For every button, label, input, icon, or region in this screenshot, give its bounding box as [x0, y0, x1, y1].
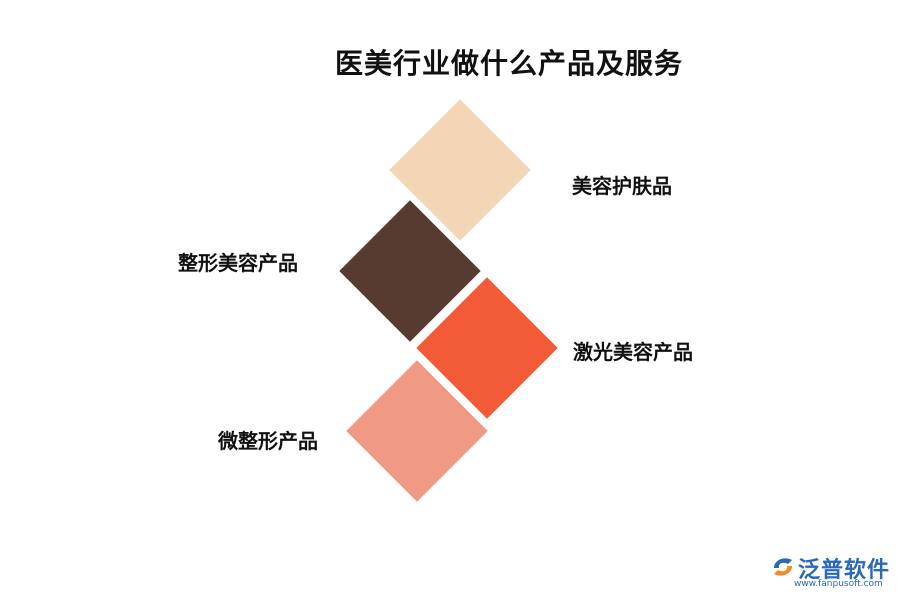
brand-url: www.fanpusoft.com [794, 579, 883, 589]
label-micro-plastic: 微整形产品 [218, 429, 318, 453]
brand-name: 泛普软件 [798, 558, 891, 583]
diagram-title: 医美行业做什么产品及服务 [334, 47, 683, 80]
label-plastic-surgery: 整形美容产品 [178, 251, 298, 275]
label-skincare: 美容护肤品 [572, 174, 672, 198]
brand-logo: 泛普软件 www.fanpusoft.com [768, 552, 894, 590]
label-laser: 激光美容产品 [573, 340, 693, 364]
fanpu-logo-icon [774, 558, 792, 576]
